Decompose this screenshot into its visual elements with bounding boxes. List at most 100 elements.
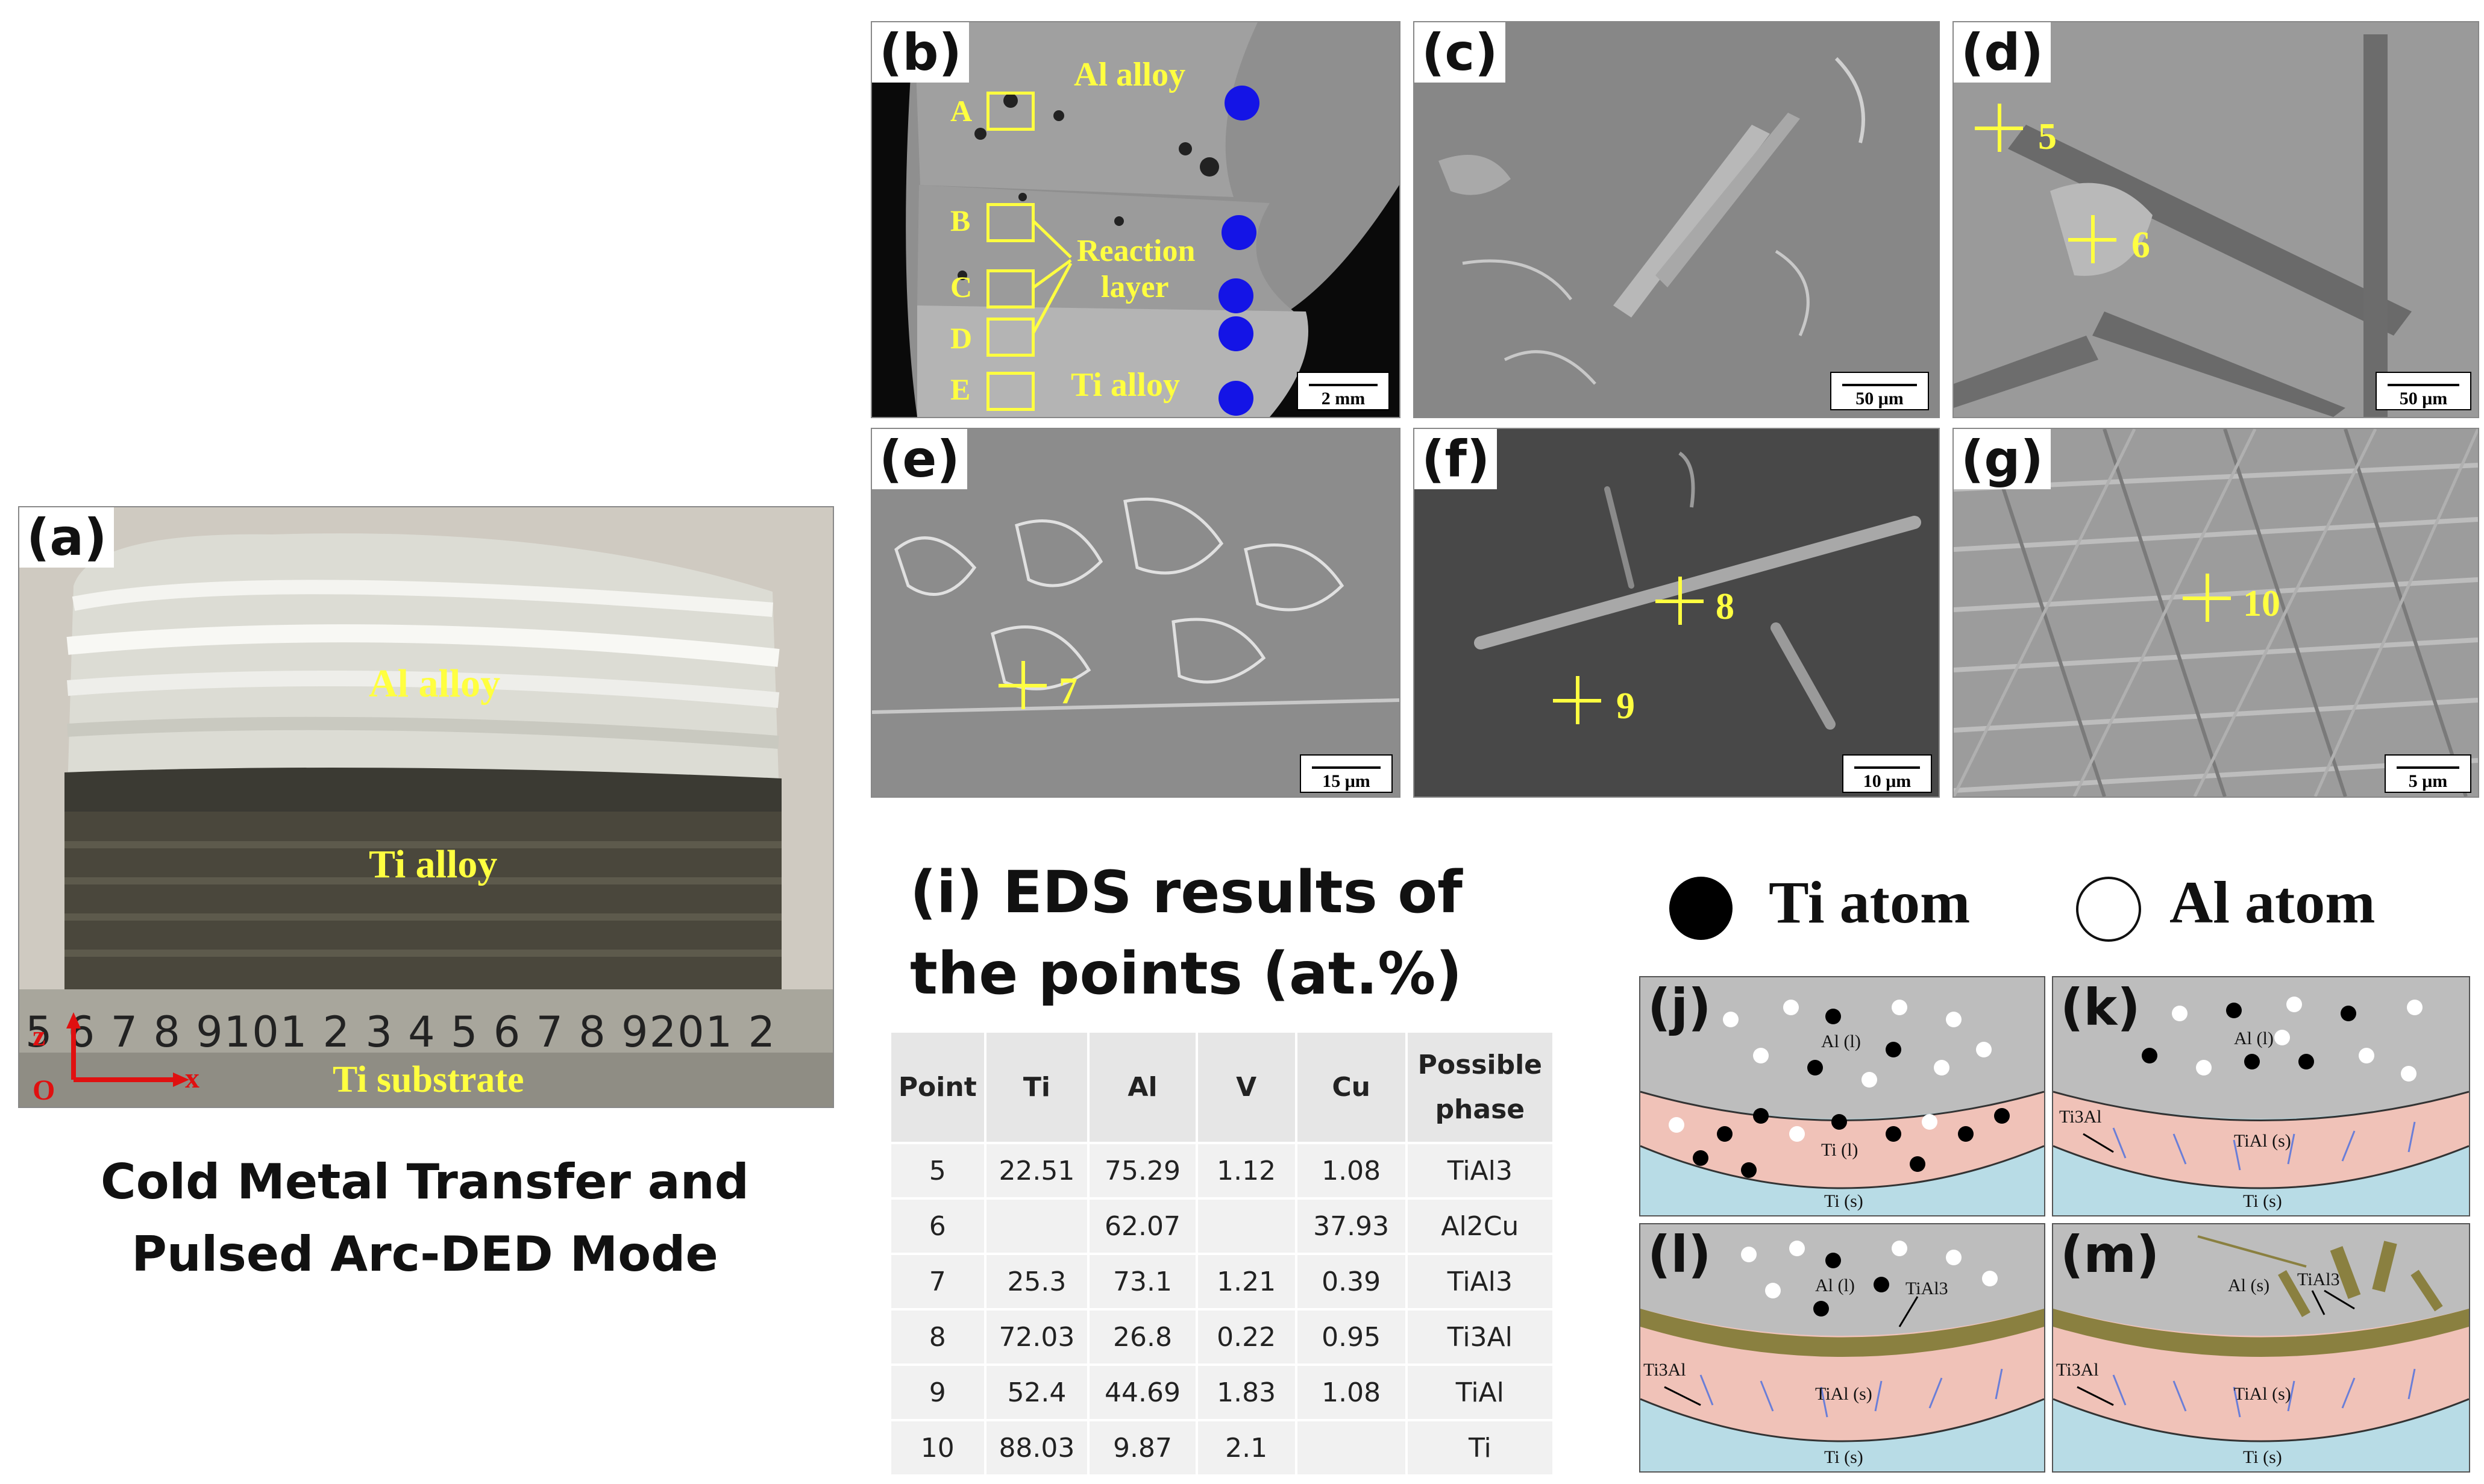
cell: 37.93: [1294, 1197, 1408, 1255]
cell: TiAl3: [1405, 1253, 1555, 1310]
j-top-label: Al (l): [1821, 1032, 1861, 1051]
cell: 5: [889, 1142, 986, 1200]
point-9-marker: [1553, 676, 1601, 724]
cell: 25.3: [983, 1253, 1090, 1310]
schematic-m-label: (m): [2060, 1225, 2160, 1284]
col-header-v: V: [1195, 1030, 1297, 1144]
cell: TiAl: [1405, 1363, 1555, 1421]
panel-e-image: 7 15 μm (e): [871, 428, 1400, 798]
panel-g-label: (g): [1954, 429, 2051, 489]
cell: 8: [889, 1308, 986, 1366]
l-top-label: Al (l): [1815, 1276, 1855, 1295]
al-alloy-label: Al alloy: [369, 662, 501, 706]
schematic-j-drawing: [1640, 977, 2044, 1215]
j-bottom-label: Ti (s): [1824, 1191, 1863, 1211]
schematic-k-label: (k): [2060, 978, 2141, 1037]
panel-c-label: (c): [1414, 22, 1505, 83]
panel-b-image: A B C D E Al alloy Reaction layer Ti all…: [871, 21, 1400, 418]
cell: 52.4: [983, 1363, 1090, 1421]
k-top-label: Al (l): [2234, 1028, 2274, 1048]
cell: [1294, 1419, 1408, 1477]
panel-f-label: (f): [1414, 429, 1498, 489]
schematic-k: Al (l) Ti3Al TiAl (s) Ti (s) (k): [2052, 976, 2470, 1216]
m-arrow2-label: TiAl3: [2297, 1270, 2340, 1289]
region-box-e: [986, 372, 1035, 411]
cell: 62.07: [1087, 1197, 1198, 1255]
schematic-l-label: (l): [1648, 1225, 1711, 1284]
schematic-j: Al (l) Ti (l) Ti (s) (j): [1639, 976, 2045, 1216]
scale-bar-d: 50 μm: [2376, 372, 2471, 410]
point-10-marker: [2183, 574, 2231, 622]
ti-atom-legend-label: Ti atom: [1769, 869, 1971, 936]
blue-dot-3: [1218, 278, 1253, 313]
schematic-k-drawing: [2053, 977, 2469, 1215]
blue-dot-5: [1218, 381, 1253, 416]
cell: 1.08: [1294, 1142, 1408, 1200]
cell: 26.8: [1087, 1308, 1198, 1366]
panel-c-image: 50 μm (c): [1413, 21, 1940, 418]
micrograph-g: [1954, 429, 2478, 797]
cell: 73.1: [1087, 1253, 1198, 1310]
col-header-ti: Ti: [983, 1030, 1090, 1144]
schematic-j-label: (j): [1648, 978, 1711, 1037]
cell: 75.29: [1087, 1142, 1198, 1200]
scale-bar-b: 2 mm: [1297, 372, 1390, 410]
eds-title-line2: the points (at.%): [910, 940, 1463, 1007]
point-8-label: 8: [1716, 586, 1734, 627]
k-bottom-label: Ti (s): [2243, 1191, 2282, 1211]
cell: 1.21: [1195, 1253, 1297, 1310]
cell: 0.95: [1294, 1308, 1408, 1366]
point-6-label: 6: [2131, 225, 2150, 266]
m-bottom-label: Ti (s): [2243, 1447, 2282, 1467]
point-5-marker: [1975, 104, 2023, 152]
schematic-m: Al (s) TiAl3 Ti3Al TiAl (s) Ti (s) (m): [2052, 1223, 2470, 1473]
axis-o-label: O: [33, 1074, 55, 1106]
ti-substrate-label: Ti substrate: [333, 1059, 524, 1100]
panel-a-label: (a): [19, 507, 114, 568]
point-7-marker: [999, 661, 1047, 709]
point-10-label: 10: [2243, 583, 2280, 624]
micrograph-d: [1954, 22, 2478, 417]
reaction-label: Reaction: [1077, 234, 1196, 268]
region-box-d: [986, 318, 1035, 357]
panel-g-image: 10 5 μm (g): [1952, 428, 2479, 798]
j-mid-label: Ti (l): [1821, 1140, 1858, 1160]
cell: 22.51: [983, 1142, 1090, 1200]
cell: 0.39: [1294, 1253, 1408, 1310]
l-bottom-label: Ti (s): [1824, 1447, 1863, 1467]
panel-b-label: (b): [872, 22, 969, 83]
cell: Al2Cu: [1405, 1197, 1555, 1255]
panel-d-image: 5 6 50 μm (d): [1952, 21, 2479, 418]
reaction-arrows: [1032, 220, 1073, 334]
caption-line2: Pulsed Arc-DED Mode: [131, 1226, 718, 1282]
axis-z-label: z: [33, 1020, 46, 1052]
m-top-label: Al (s): [2228, 1276, 2270, 1295]
eds-title-line1: (i) EDS results of: [910, 859, 1463, 926]
col-header-cu: Cu: [1294, 1030, 1408, 1144]
cell: 44.69: [1087, 1363, 1198, 1421]
ruler-numbers: 5 6 7 8 9101 2 3 4 5 6 7 8 9201 2: [25, 1007, 776, 1057]
ti-atom-legend-dot: [1669, 877, 1733, 940]
point-6-marker: [2068, 215, 2116, 263]
micrograph-f: [1414, 429, 1939, 797]
m-mid-label: TiAl (s): [2234, 1384, 2291, 1404]
cell: [1195, 1197, 1297, 1255]
box-label-d: D: [950, 321, 973, 355]
schematic-l: Al (l) TiAl3 Ti3Al TiAl (s) Ti (s) (l): [1639, 1223, 2045, 1473]
k-arrow-label: Ti3Al: [2059, 1107, 2102, 1127]
cell: 6: [889, 1197, 986, 1255]
blue-dot-2: [1222, 215, 1256, 250]
blue-dot-1: [1225, 86, 1259, 121]
micrograph-e: [872, 429, 1399, 797]
l-arrow-label: Ti3Al: [1643, 1360, 1686, 1380]
col-header-point: Point: [889, 1030, 986, 1144]
panel-a-photo: Al alloy Ti alloy 5 6 7 8 9101 2 3 4 5 6…: [18, 506, 834, 1108]
panel-f-image: 8 9 10 μm (f): [1413, 428, 1940, 798]
panel-e-label: (e): [872, 429, 967, 489]
blue-dot-4: [1218, 316, 1253, 351]
